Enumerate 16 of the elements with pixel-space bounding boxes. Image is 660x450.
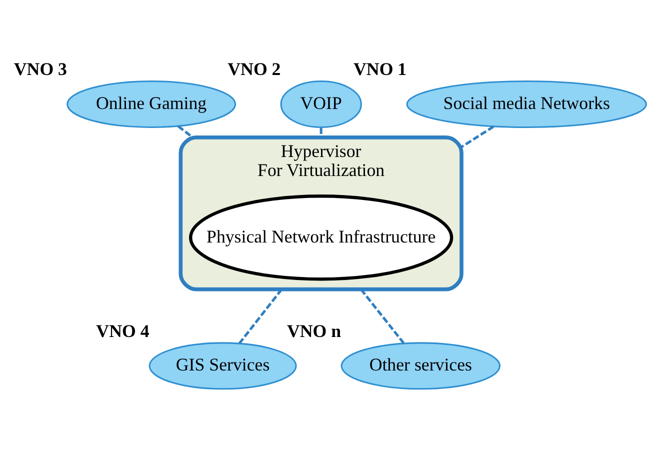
connector (320, 127, 322, 137)
connector (460, 124, 494, 148)
node-label: VNO 4 (96, 320, 150, 340)
node-ellipse: Social media Networks (406, 80, 647, 128)
connector (238, 288, 283, 344)
node-ellipse: VOIP (280, 80, 362, 128)
node-ellipse: GIS Services (148, 342, 297, 390)
node-label: VNO 2 (228, 58, 281, 79)
node-ellipse: Online Gaming (66, 80, 236, 128)
node-ellipse: Physical Network Infrastructure (189, 194, 454, 280)
node-ellipse: Other services (340, 342, 501, 390)
connector (360, 288, 405, 344)
connector (177, 124, 194, 138)
node-label: VNO 3 (14, 58, 68, 79)
node-label: VNO n (286, 320, 342, 340)
node-label: VNO 1 (354, 58, 407, 79)
